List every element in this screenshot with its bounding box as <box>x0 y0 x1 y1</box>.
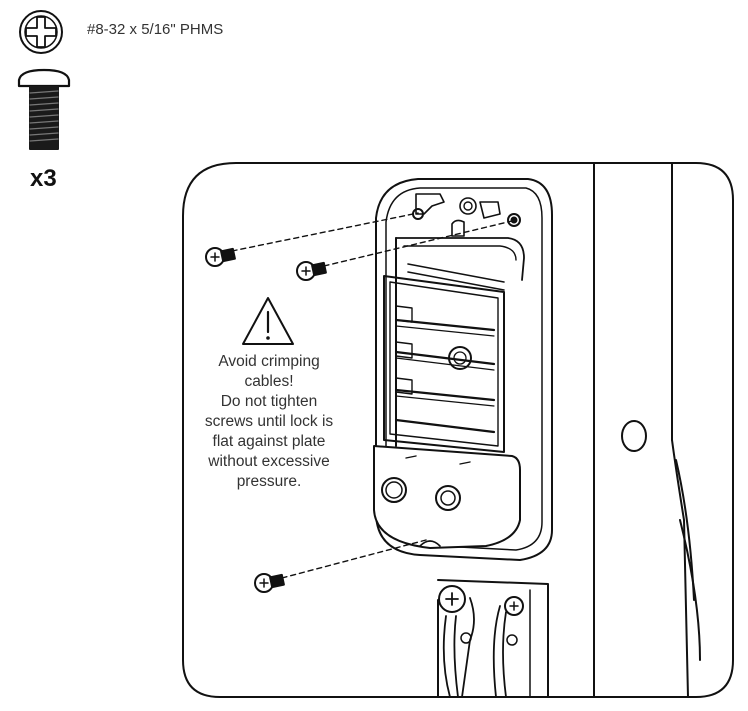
interior-lock-assembly <box>373 178 553 561</box>
warning-line: Avoid crimping <box>218 353 320 370</box>
hardware-spec-label: #8-32 x 5/16" PHMS <box>87 21 224 38</box>
warning-line: screws until lock is <box>204 413 334 430</box>
screw-2 <box>296 261 327 281</box>
door-edge <box>593 162 701 698</box>
warning-line: without excessive <box>208 453 330 470</box>
door-hole <box>621 420 647 452</box>
phillips-screw-head-icon <box>19 10 63 54</box>
warning-line: pressure. <box>236 473 302 490</box>
warning-line: flat against plate <box>212 433 326 450</box>
screw-1 <box>205 247 236 267</box>
mounting-plate-cables <box>437 579 549 698</box>
warning-line: cables! <box>244 373 294 390</box>
warning-triangle-icon <box>242 297 294 345</box>
warning-line: Do not tighten <box>220 393 318 410</box>
screw-side-view-icon <box>17 68 71 150</box>
quantity-label: x3 <box>30 165 57 192</box>
alignment-lines <box>231 212 513 579</box>
screw-3 <box>254 573 285 593</box>
warning-message: Avoid crimping cables! Do not tighten sc… <box>189 352 349 492</box>
